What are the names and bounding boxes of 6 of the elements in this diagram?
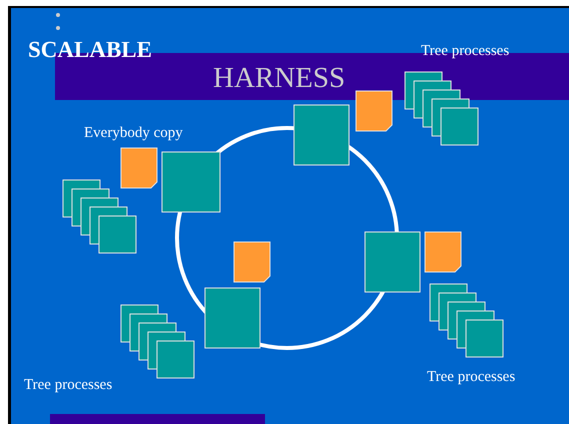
caption: Tree processes [24,378,112,393]
caption: Tree processes [421,44,510,59]
caption: Tree processes [427,370,516,385]
slide-title: SCALABLE [28,38,152,61]
slide-subtitle: HARNESS [213,64,346,93]
caption: Everybody copy [84,126,183,141]
